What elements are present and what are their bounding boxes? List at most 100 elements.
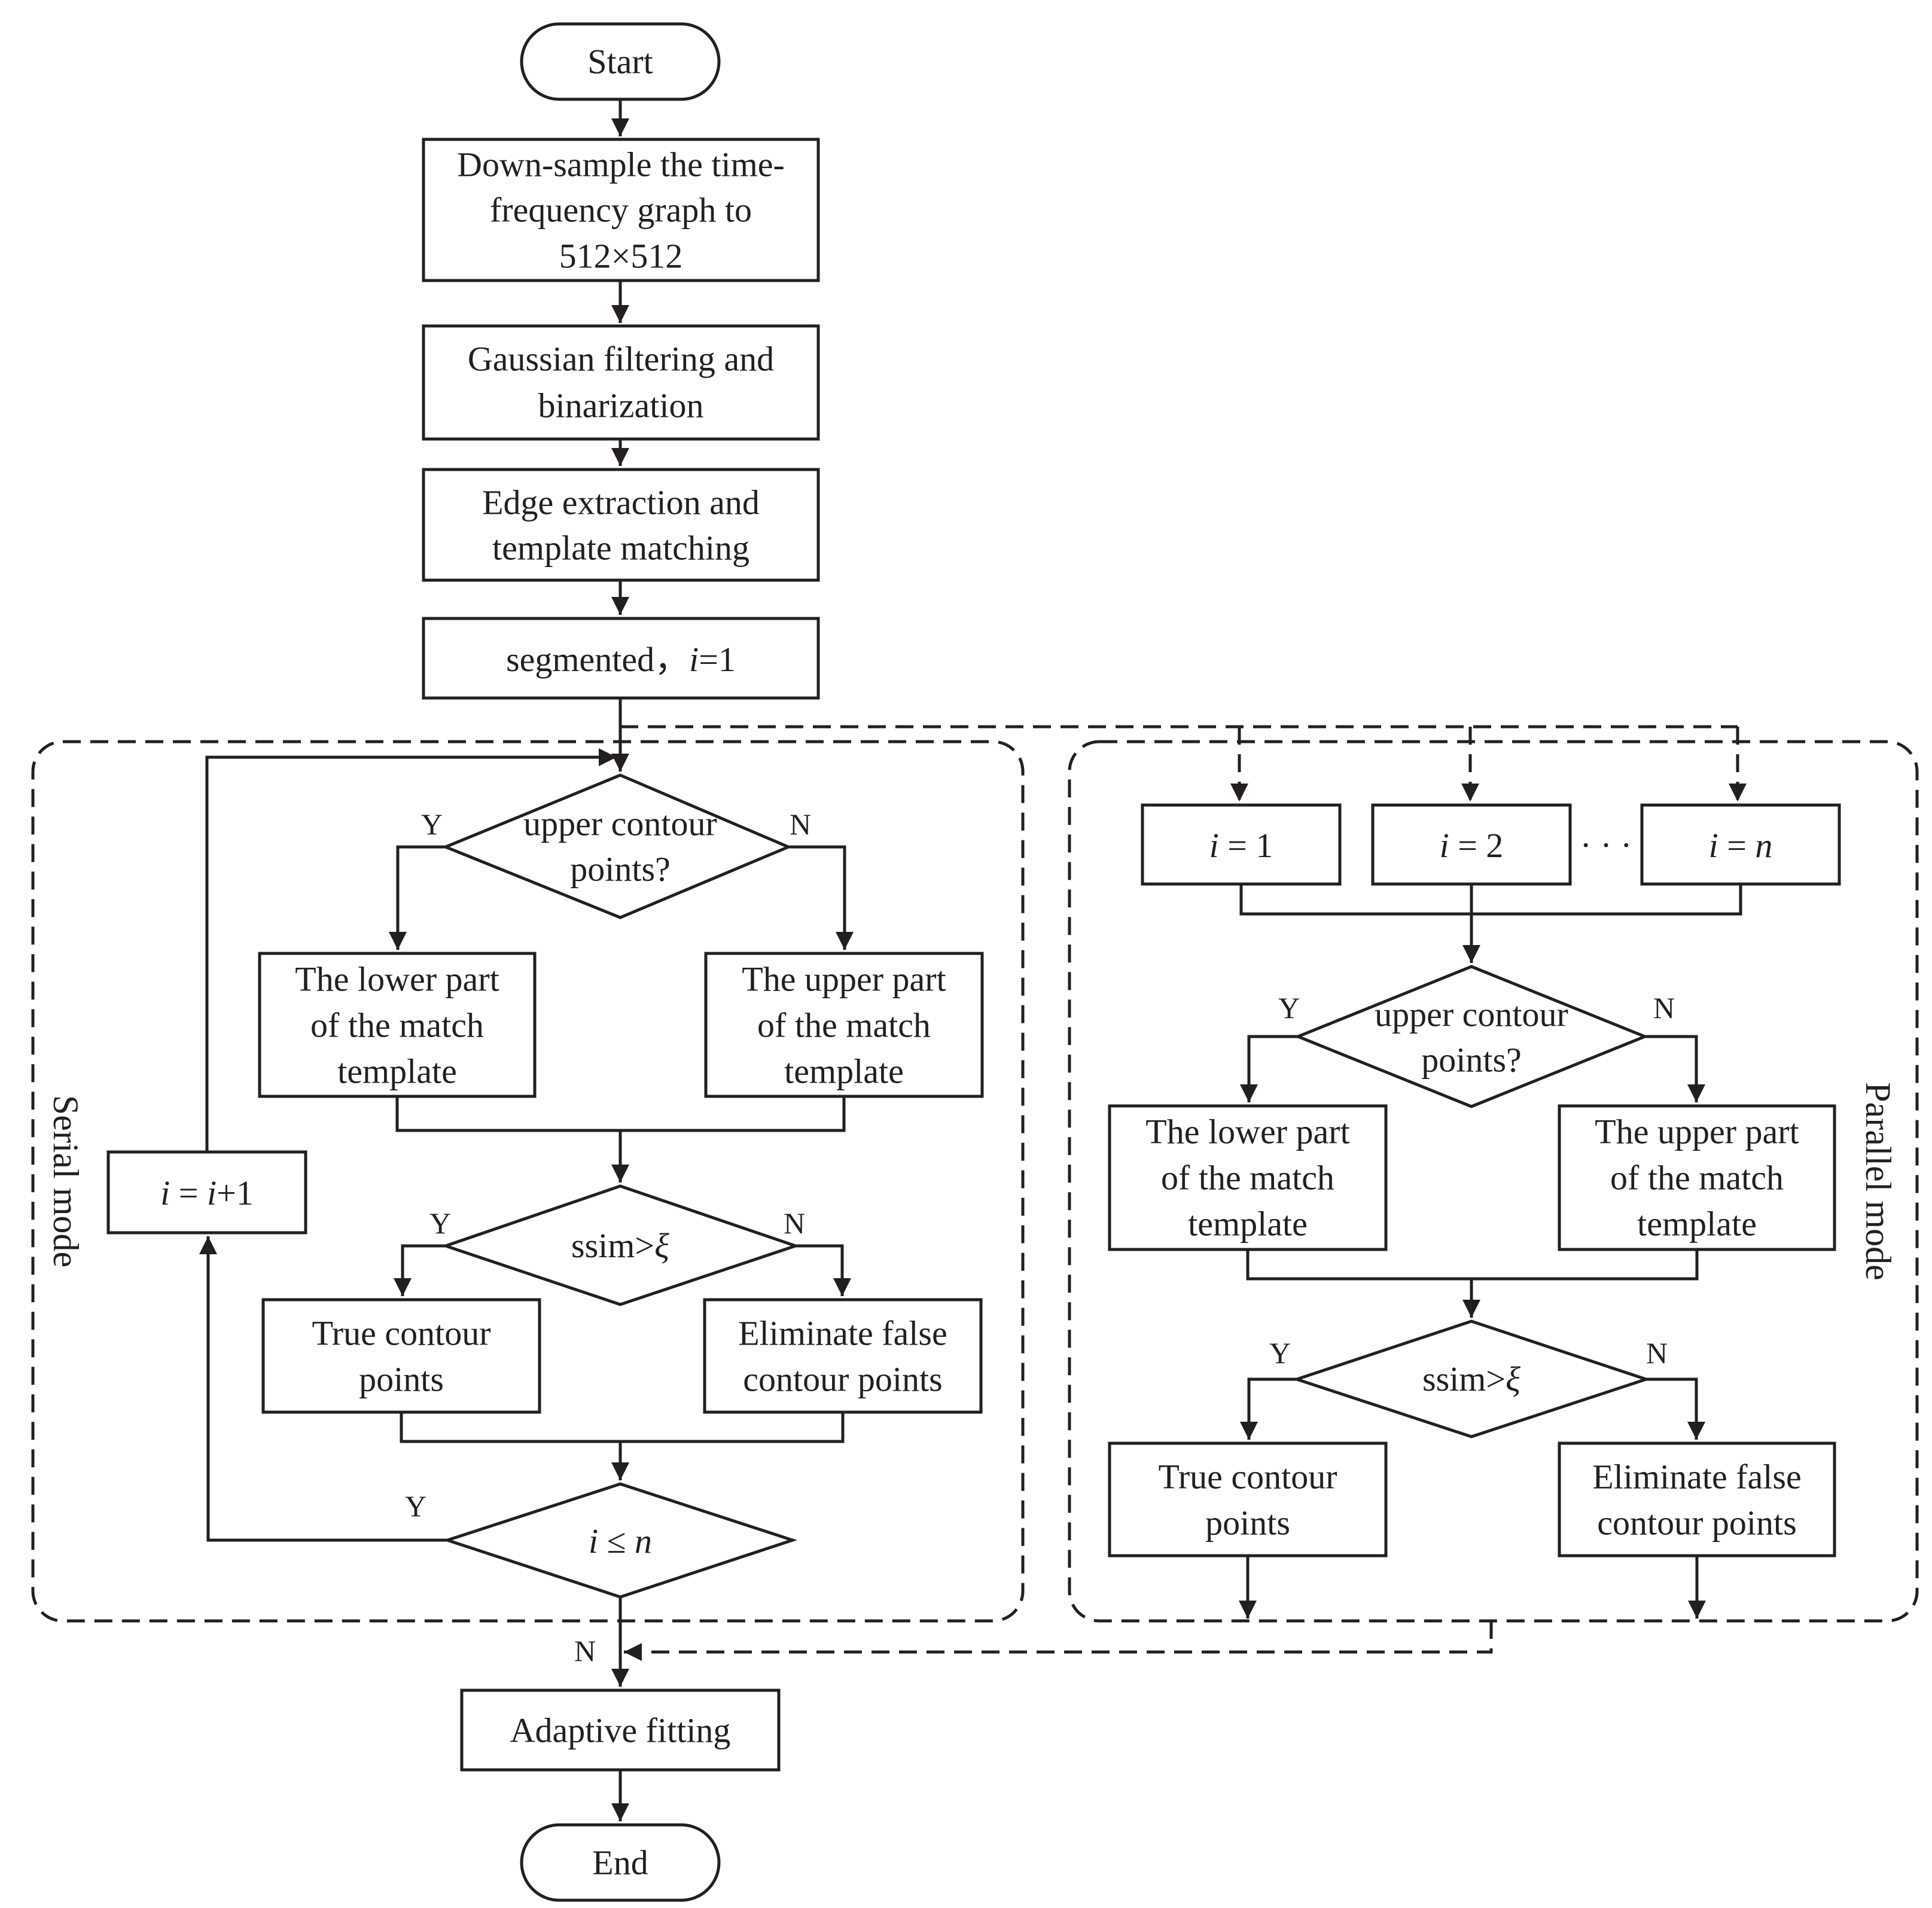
branch-1-label: i = 1: [1209, 826, 1273, 865]
adaptive-fitting-step: Adaptive fitting: [460, 1688, 781, 1772]
edge-line-2: template matching: [492, 529, 749, 568]
serial-loop-yes: Y: [405, 1489, 426, 1523]
parallel-lower-line-3: template: [1188, 1205, 1308, 1243]
serial-decision-yes: Y: [421, 807, 443, 841]
parallel-upper-line-2: of the match: [1610, 1159, 1784, 1197]
serial-eliminate-box: Eliminate false contour points: [703, 1298, 983, 1414]
end-label: End: [592, 1843, 648, 1882]
adaptive-label: Adaptive fitting: [510, 1711, 731, 1750]
increment-var: i: [160, 1174, 170, 1212]
segmented-label: segmented，i=1: [506, 640, 736, 679]
serial-upper-part-box: The upper part of the match template: [704, 952, 984, 1098]
serial-loop-op: ≤: [598, 1522, 635, 1560]
parallel-ssim-text: ssim>: [1422, 1360, 1506, 1398]
branch-1-op: =: [1219, 826, 1256, 865]
parallel-true-line-2: points: [1205, 1504, 1290, 1543]
parallel-ssim-decision: ssim>ξ: [1292, 1319, 1651, 1438]
segmented-text: segmented，: [506, 640, 689, 679]
start-node: Start: [520, 22, 721, 101]
branch-ellipsis: · · ·: [1580, 826, 1632, 865]
serial-loop-decision: i ≤ n: [442, 1482, 798, 1599]
serial-upper-decision: upper contour points?: [441, 773, 793, 919]
downsample-step: Down-sample the time- frequency graph to…: [422, 138, 820, 282]
serial-ssim-yes: Y: [429, 1206, 451, 1240]
branch-n-label: i = n: [1709, 826, 1773, 865]
downsample-line-2: frequency graph to: [490, 191, 752, 230]
segmented-var: i: [689, 640, 699, 679]
segmented-rest: =1: [699, 640, 736, 679]
branch-n-var: i: [1709, 826, 1718, 865]
increment-var2: i: [207, 1174, 217, 1212]
gaussian-line-2: binarization: [538, 386, 703, 425]
parallel-ssim-label: ssim>ξ: [1422, 1360, 1520, 1398]
serial-eliminate-line-2: contour points: [743, 1360, 942, 1399]
branch-2-var: i: [1440, 826, 1449, 865]
serial-loop-var: i: [589, 1522, 598, 1560]
parallel-upper-decision: upper contour points?: [1294, 965, 1649, 1108]
branch-2-label: i = 2: [1440, 826, 1504, 865]
downsample-line-1: Down-sample the time-: [457, 145, 785, 184]
end-node: End: [520, 1823, 721, 1902]
serial-true-line-2: points: [359, 1360, 444, 1399]
parallel-eliminate-line-2: contour points: [1597, 1504, 1796, 1543]
branch-2-value: 2: [1486, 826, 1503, 865]
parallel-true-points-box: True contour points: [1108, 1441, 1388, 1558]
serial-lower-line-1: The lower part: [295, 960, 499, 999]
serial-upper-line-1: The upper part: [742, 960, 946, 999]
serial-ssim-label: ssim>ξ: [571, 1226, 669, 1265]
serial-loop-label: i ≤ n: [589, 1522, 652, 1560]
branch-n-value: n: [1755, 826, 1772, 865]
gaussian-step: Gaussian filtering and binarization: [422, 324, 820, 441]
serial-ssim-no: N: [784, 1206, 805, 1240]
parallel-branch-n: i = n: [1640, 803, 1841, 886]
parallel-decision-yes: Y: [1278, 991, 1300, 1025]
segmented-step: segmented，i=1: [422, 617, 820, 700]
parallel-upper-part-box: The upper part of the match template: [1558, 1104, 1836, 1251]
parallel-ssim-no: N: [1646, 1336, 1668, 1370]
parallel-mode-label: Parallel mode: [1858, 1082, 1898, 1281]
increment-rest: +1: [217, 1174, 254, 1212]
downsample-line-3: 512×512: [559, 237, 683, 276]
serial-upper-line-3: template: [784, 1052, 904, 1091]
branch-2-op: =: [1449, 826, 1486, 865]
serial-decision-line-1: upper contour: [523, 804, 717, 843]
serial-mode-label: Serial mode: [46, 1095, 86, 1267]
serial-ssim-decision: ssim>ξ: [441, 1184, 800, 1306]
serial-decision-no: N: [790, 807, 811, 841]
parallel-decision-line-2: points?: [1421, 1041, 1522, 1080]
parallel-true-line-1: True contour: [1158, 1458, 1337, 1496]
parallel-ssim-yes: Y: [1269, 1336, 1291, 1370]
increment-box: i = i+1: [106, 1150, 307, 1235]
edge-line-1: Edge extraction and: [482, 483, 760, 522]
parallel-ssim-var: ξ: [1506, 1360, 1520, 1398]
parallel-eliminate-line-1: Eliminate false: [1592, 1458, 1801, 1496]
branch-n-op: =: [1718, 826, 1756, 865]
start-label: Start: [587, 42, 653, 81]
parallel-upper-line-1: The upper part: [1595, 1113, 1799, 1151]
serial-loop-var2: n: [635, 1522, 652, 1560]
parallel-decision-line-1: upper contour: [1375, 995, 1568, 1034]
parallel-lower-line-1: The lower part: [1145, 1113, 1349, 1151]
serial-ssim-var: ξ: [654, 1226, 669, 1265]
parallel-lower-part-box: The lower part of the match template: [1108, 1104, 1388, 1251]
parallel-eliminate-box: Eliminate false contour points: [1558, 1441, 1836, 1558]
edge-step: Edge extraction and template matching: [422, 468, 820, 582]
serial-true-line-1: True contour: [312, 1314, 490, 1353]
serial-decision-line-2: points?: [570, 850, 671, 889]
serial-loop-no: N: [574, 1634, 596, 1668]
parallel-branch-2: i = 2: [1371, 803, 1572, 886]
parallel-mode-frame: [1068, 740, 1919, 1623]
serial-mode-frame: [31, 740, 1025, 1623]
serial-lower-line-3: template: [337, 1052, 457, 1091]
serial-true-points-box: True contour points: [261, 1298, 541, 1414]
parallel-lower-line-2: of the match: [1161, 1159, 1334, 1197]
parallel-decision-no: N: [1653, 991, 1675, 1025]
increment-op: =: [170, 1174, 207, 1212]
serial-upper-line-2: of the match: [757, 1006, 931, 1045]
gaussian-line-1: Gaussian filtering and: [468, 340, 774, 379]
serial-ssim-text: ssim>: [571, 1226, 654, 1265]
increment-label: i = i+1: [160, 1174, 254, 1212]
parallel-branch-1: i = 1: [1141, 803, 1342, 886]
serial-eliminate-line-1: Eliminate false: [738, 1314, 947, 1353]
